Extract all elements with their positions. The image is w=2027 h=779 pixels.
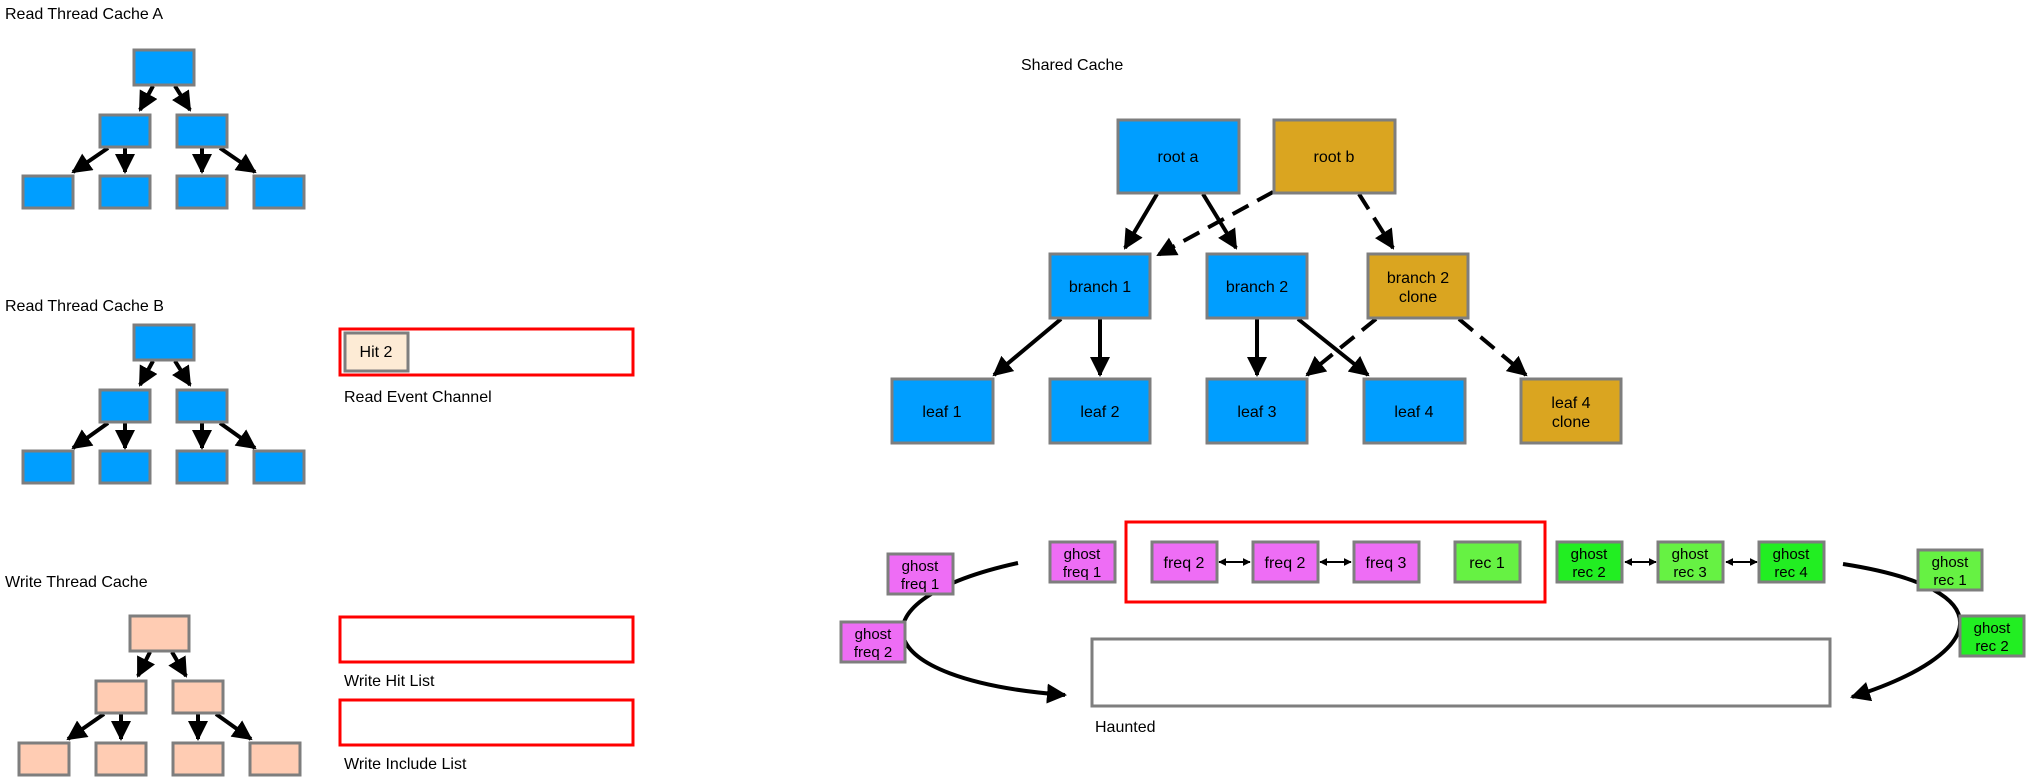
ghost-rec-2-right-line2: rec 2: [1975, 638, 2008, 655]
read-thread-cache-b-label: Read Thread Cache B: [5, 298, 164, 315]
branch-2-clone-label-line1: branch 2: [1387, 270, 1449, 287]
ghost-freq-1-line1: ghost: [1064, 546, 1102, 563]
haunted-label: Haunted: [1095, 719, 1156, 736]
rec-1-node: rec 1: [1453, 540, 1522, 584]
freq-2-node-b: freq 2: [1251, 540, 1320, 584]
read-thread-cache-b-tree: [71, 359, 257, 450]
root-a-node: root a: [1116, 118, 1241, 195]
freq-2-label-b: freq 2: [1265, 555, 1306, 572]
hit-2-node: [343, 331, 410, 373]
ghost-freq-1-line2: freq 1: [1063, 564, 1101, 581]
node: [248, 741, 302, 777]
freq-2-label-a: freq 2: [1164, 555, 1205, 572]
branch-2-node: branch 2: [1205, 252, 1309, 320]
haunted-box: [1090, 637, 1832, 708]
leaf-4-node: leaf 4: [1362, 377, 1467, 445]
root-a-label: root a: [1158, 149, 1199, 166]
freq-2-node-a: freq 2: [1150, 540, 1219, 584]
rec-1-label: rec 1: [1469, 555, 1505, 572]
node: [252, 174, 306, 210]
node: [175, 174, 229, 210]
read-thread-cache-a-label: Read Thread Cache A: [5, 6, 163, 23]
leaf-3-label: leaf 3: [1237, 404, 1276, 421]
ghost-freq-1-left-node: ghost freq 1: [886, 552, 955, 596]
branch-2-clone-node: branch 2 clone: [1366, 252, 1470, 320]
leaf-2-label: leaf 2: [1080, 404, 1119, 421]
leaf-2-node: leaf 2: [1048, 377, 1152, 445]
leaf-4-label: leaf 4: [1394, 404, 1433, 421]
ghost-rec-2-right-node: ghost rec 2: [1958, 614, 2026, 658]
read-event-channel-label: Read Event Channel: [344, 389, 492, 406]
leaf-1-node: leaf 1: [890, 377, 995, 445]
ghost-rec-2-line2: rec 2: [1572, 564, 1605, 581]
ghost-freq-2-left-line2: freq 2: [854, 644, 892, 661]
shared-cache-edges: [992, 190, 1528, 377]
ghost-rec-4-node: ghost rec 4: [1757, 540, 1826, 584]
ghost-rec-1-right-line1: ghost: [1932, 554, 1970, 571]
leaf-3-node: leaf 3: [1205, 377, 1309, 445]
read-thread-cache-b-nodes: [21, 323, 306, 485]
freq-3-label: freq 3: [1366, 555, 1407, 572]
branch-2-label: branch 2: [1226, 279, 1288, 296]
leaf-1-label: leaf 1: [922, 404, 961, 421]
ghost-rec-3-line1: ghost: [1672, 546, 1710, 563]
ghost-rec-3-line2: rec 3: [1673, 564, 1706, 581]
ghost-rec-2-node: ghost rec 2: [1555, 540, 1624, 584]
node: [132, 48, 196, 87]
leaf-4-clone-label-line2: clone: [1552, 414, 1590, 431]
node: [21, 449, 75, 485]
ghost-freq-2-left-node: ghost freq 2: [839, 620, 907, 664]
node: [21, 174, 75, 210]
node: [175, 388, 229, 424]
root-b-node: root b: [1272, 118, 1397, 195]
ghost-freq-2-left-line1: ghost: [855, 626, 893, 643]
ghost-freq-1-left-line2: freq 1: [901, 576, 939, 593]
ghost-freq-1-node: ghost freq 1: [1048, 540, 1117, 584]
node: [94, 741, 148, 777]
node: [175, 113, 229, 149]
write-thread-cache-tree: [66, 650, 253, 741]
node: [98, 449, 152, 485]
ghost-rec-3-node: ghost rec 3: [1656, 540, 1725, 584]
read-thread-cache-a-nodes: [21, 48, 306, 210]
node: [17, 741, 71, 777]
write-thread-cache-label: Write Thread Cache: [5, 574, 148, 591]
read-thread-cache-a-tree: [71, 84, 257, 174]
write-hit-list-label: Write Hit List: [344, 673, 435, 690]
branch-2-clone-label-line2: clone: [1399, 289, 1437, 306]
node: [171, 679, 225, 715]
write-thread-cache-nodes: [17, 614, 302, 777]
ghost-rec-1-right-line2: rec 1: [1933, 572, 1966, 589]
write-include-list-box: [338, 698, 635, 747]
node: [98, 388, 152, 424]
ghost-rec-2-right-line1: ghost: [1974, 620, 2012, 637]
node: [98, 113, 152, 149]
branch-1-label: branch 1: [1069, 279, 1131, 296]
node: [132, 323, 196, 362]
node: [128, 614, 191, 653]
branch-1-node: branch 1: [1048, 252, 1152, 320]
node: [98, 174, 152, 210]
leaf-4-clone-label-line1: leaf 4: [1551, 395, 1590, 412]
ghost-rec-1-right-node: ghost rec 1: [1916, 548, 1984, 592]
hit-2-label: Hit 2: [360, 344, 393, 361]
ghost-rec-4-line1: ghost: [1773, 546, 1811, 563]
node: [94, 679, 148, 715]
freq-3-node: freq 3: [1352, 540, 1421, 584]
root-b-label: root b: [1314, 149, 1355, 166]
write-include-list-label: Write Include List: [344, 756, 467, 773]
node: [252, 449, 306, 485]
ghost-rec-2-line1: ghost: [1571, 546, 1609, 563]
main-queue-box: [1124, 520, 1547, 604]
ghost-rec-4-line2: rec 4: [1774, 564, 1807, 581]
read-event-channel-box: [338, 327, 635, 377]
node: [175, 449, 229, 485]
ghost-freq-1-left-line1: ghost: [902, 558, 940, 575]
node: [171, 741, 225, 777]
shared-cache-label: Shared Cache: [1021, 57, 1123, 74]
write-hit-list-box: [338, 615, 635, 664]
leaf-4-clone-node: leaf 4 clone: [1519, 377, 1623, 445]
